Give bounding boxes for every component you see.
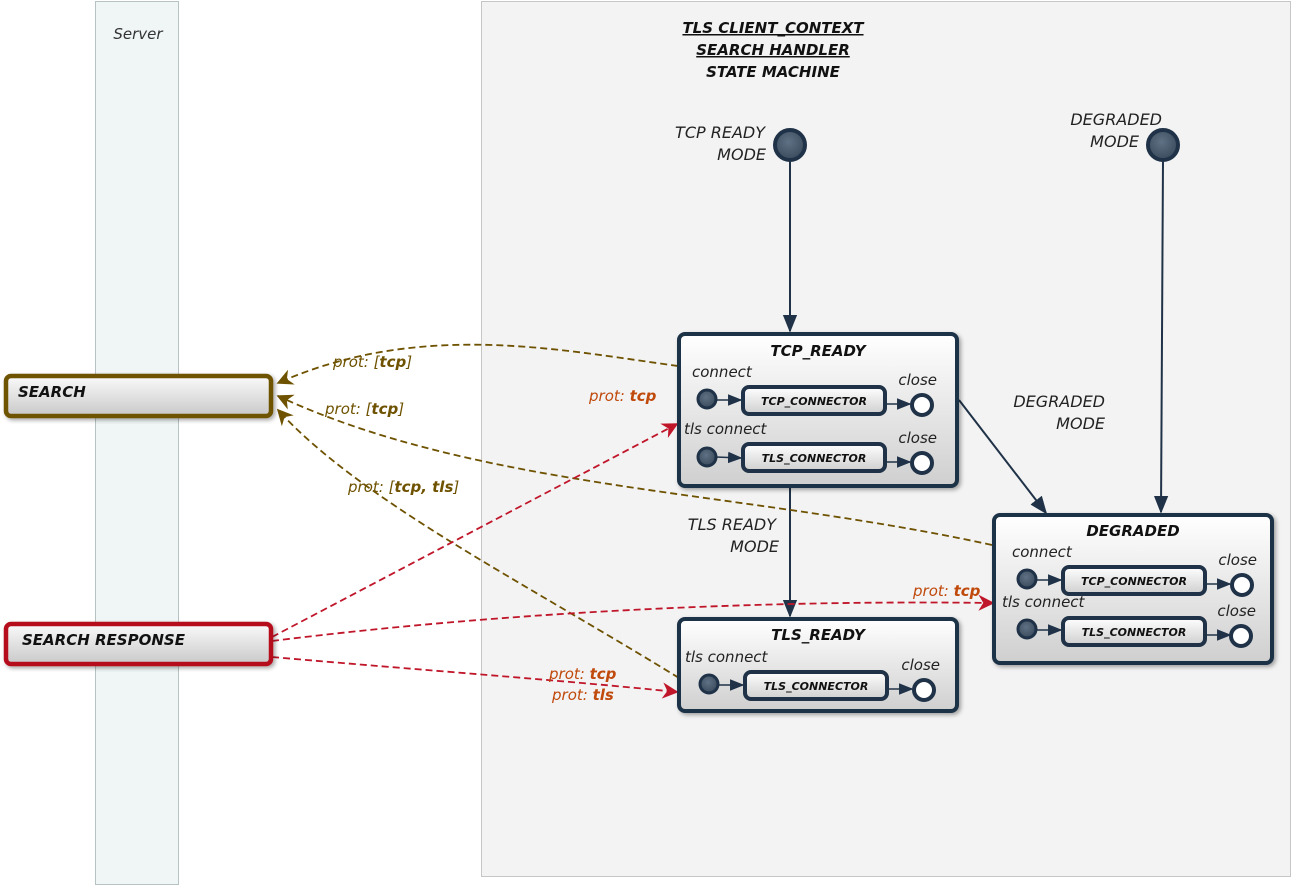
- tcp-ready-tcp-connector-label: TCP_CONNECTOR: [761, 395, 867, 408]
- tcp-ready-close-exit-node-2: [910, 451, 934, 475]
- degraded-mode-transition-label-2: MODE: [1056, 414, 1106, 433]
- diagram-title: TLS CLIENT_CONTEXT SEARCH HANDLER STATE …: [682, 19, 865, 81]
- title-line-1: TLS CLIENT_CONTEXT: [682, 19, 865, 37]
- tls-ready-close-label: close: [901, 656, 940, 674]
- tls-ready-title: TLS_READY: [771, 626, 867, 644]
- search-tcp-ready-edge-label: prot: [tcp]: [332, 353, 412, 371]
- tls-ready-tls-connect-entry-node: [698, 673, 720, 695]
- tcp-ready-to-degraded-transition: [958, 399, 1048, 515]
- degraded-title: DEGRADED: [1086, 522, 1179, 540]
- degraded-close-exit-node-1: [1230, 573, 1254, 597]
- degraded-tcp-connector-label: TCP_CONNECTOR: [1081, 575, 1187, 588]
- response-tcp-ready-edge-label: prot: tcp: [588, 387, 657, 405]
- tls-ready-mode-label-2: MODE: [730, 537, 780, 556]
- tls-ready-tls-connector[interactable]: [743, 670, 889, 701]
- tcp-ready-connect-label: connect: [692, 363, 753, 381]
- tls-ready-tls-connect-label: tls connect: [685, 648, 769, 666]
- tls-ready-mode-label-1: TLS READY: [688, 515, 777, 534]
- degraded-tls-connector-label: TLS_CONNECTOR: [1082, 626, 1187, 639]
- title-line-2: SEARCH HANDLER: [696, 41, 850, 59]
- title-line-3: STATE MACHINE: [706, 63, 841, 81]
- tcp-ready-state[interactable]: TCP_READY connect close TCP_CONNECTOR tl…: [677, 332, 959, 488]
- tcp-ready-close-label-2: close: [898, 429, 937, 447]
- search-response-message-label: SEARCH RESPONSE: [22, 631, 186, 649]
- tcp-ready-initial-node: [773, 128, 807, 162]
- response-degraded-edge-label: prot: tcp: [912, 582, 981, 600]
- response-tls-ready-edge-label-1: prot: tcp: [548, 665, 617, 683]
- degraded-state[interactable]: DEGRADED connect close TCP_CONNECTOR tls…: [992, 513, 1274, 665]
- degraded-close-label-2: close: [1217, 602, 1256, 620]
- search-tls-ready-edge-label: prot: [tcp, tls]: [347, 478, 459, 496]
- degraded-mode-initial-label-1: DEGRADED: [1070, 110, 1162, 129]
- server-swimlane: [95, 1, 179, 885]
- search-message-node[interactable]: SEARCH: [3, 373, 274, 419]
- degraded-tls-connect-label: tls connect: [1002, 593, 1086, 611]
- tcp-ready-close-label-1: close: [898, 371, 937, 389]
- tcp-ready-mode-label-1: TCP READY: [675, 123, 766, 142]
- response-to-degraded-edge: [271, 594, 995, 642]
- degraded-close-label-1: close: [1218, 551, 1257, 569]
- search-response-message-node[interactable]: SEARCH RESPONSE: [3, 621, 274, 667]
- search-degraded-edge-label: prot: [tcp]: [324, 400, 404, 418]
- server-lane-label: Server: [113, 25, 163, 43]
- tcp-ready-tcp-connector[interactable]: [741, 385, 887, 416]
- search-to-tcp-ready-edge: [276, 343, 679, 385]
- degraded-connect-label: connect: [1012, 543, 1073, 561]
- tls-ready-state[interactable]: TLS_READY tls connect close TLS_CONNECTO…: [677, 617, 959, 713]
- tcp-ready-title: TCP_READY: [770, 342, 867, 360]
- degraded-close-exit-node-2: [1229, 624, 1253, 648]
- tls-ready-tls-connector-label: TLS_CONNECTOR: [764, 680, 869, 693]
- tcp-ready-tls-connector[interactable]: [741, 442, 887, 473]
- degraded-tls-connect-entry-node: [1016, 618, 1038, 640]
- tcp-ready-tls-connect-label: tls connect: [684, 420, 768, 438]
- search-to-degraded-edge: [276, 394, 993, 546]
- initial-to-degraded-transition: [1153, 159, 1169, 514]
- tcp-ready-tls-connector-label: TLS_CONNECTOR: [762, 452, 867, 465]
- tcp-ready-connect-entry-node: [696, 388, 718, 410]
- search-to-tls-ready-edge: [276, 408, 680, 679]
- response-to-tls-ready-edge: [271, 656, 679, 699]
- response-to-tcp-ready-edge: [271, 423, 679, 638]
- tcp-ready-mode-label-2: MODE: [717, 145, 767, 164]
- degraded-mode-transition-label-1: DEGRADED: [1013, 392, 1105, 411]
- tls-ready-close-exit-node: [912, 678, 936, 702]
- search-message-label: SEARCH: [18, 383, 86, 401]
- degraded-tls-connector[interactable]: [1061, 616, 1207, 647]
- tcp-ready-tls-connect-entry-node: [696, 446, 718, 468]
- degraded-tcp-connector[interactable]: [1061, 565, 1207, 596]
- tcp-ready-close-exit-node-1: [910, 393, 934, 417]
- degraded-mode-initial-label-2: MODE: [1090, 132, 1140, 151]
- response-tls-ready-edge-label-2: prot: tls: [551, 686, 614, 704]
- degraded-connect-entry-node: [1016, 568, 1038, 590]
- degraded-initial-node: [1146, 128, 1180, 162]
